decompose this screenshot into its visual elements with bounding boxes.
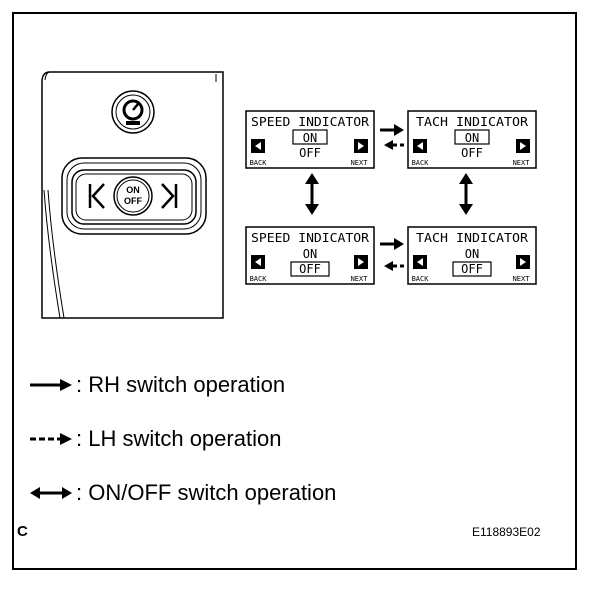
screen-title: TACH INDICATOR (416, 115, 529, 129)
corner-letter: C (17, 523, 28, 540)
steering-switch-panel: ON OFF (41, 71, 224, 319)
next-label: NEXT (513, 275, 531, 283)
off-option: OFF (299, 146, 321, 160)
on-off-button-top-label: ON (126, 185, 140, 195)
on-off-button-bottom-label: OFF (124, 196, 142, 206)
legend-lh: : LH switch operation (28, 424, 281, 454)
legend-lh-text: : LH switch operation (76, 426, 282, 451)
next-switch-icon[interactable] (161, 183, 178, 209)
screen-title: TACH INDICATOR (416, 231, 529, 245)
screen-title: SPEED INDICATOR (251, 115, 370, 129)
back-label: BACK (412, 275, 430, 283)
solid-arrow-icon (30, 379, 72, 391)
legend-rh-text: : RH switch operation (76, 372, 286, 397)
figure-id: E118893E02 (472, 525, 541, 539)
back-switch-icon[interactable] (88, 183, 105, 209)
next-label: NEXT (351, 275, 369, 283)
off-option: OFF (299, 262, 321, 276)
legend-onoff-text: : ON/OFF switch operation (76, 480, 337, 505)
screen-speed-indicator-off: SPEED INDICATOR ON OFF BACK NEXT (245, 226, 375, 285)
screen-tach-indicator-off: TACH INDICATOR ON OFF BACK NEXT (407, 226, 537, 285)
off-option: OFF (461, 262, 483, 276)
steering-pad-icon (111, 90, 155, 134)
arrow-rh-bottom (380, 238, 404, 250)
arrow-onoff-left (305, 173, 319, 215)
selection-box (290, 261, 330, 277)
arrow-onoff-right (459, 173, 473, 215)
on-option: ON (465, 131, 479, 145)
on-off-button[interactable]: ON OFF (113, 176, 153, 216)
screen-speed-indicator-on: SPEED INDICATOR ON OFF BACK NEXT (245, 110, 375, 169)
selection-box (454, 129, 490, 145)
legend-onoff: : ON/OFF switch operation (28, 478, 336, 508)
back-label: BACK (250, 275, 268, 283)
back-label: BACK (250, 159, 268, 167)
back-label: BACK (412, 159, 430, 167)
next-label: NEXT (351, 159, 369, 167)
legend-rh: : RH switch operation (28, 370, 285, 400)
arrow-lh-bottom (384, 261, 404, 271)
on-option: ON (303, 247, 317, 261)
arrow-lh-top (384, 140, 404, 150)
on-option: ON (303, 131, 317, 145)
double-arrow-icon (30, 487, 72, 499)
selection-box (292, 129, 328, 145)
selection-box (452, 261, 492, 277)
screen-title: SPEED INDICATOR (251, 231, 370, 245)
off-option: OFF (461, 146, 483, 160)
next-label: NEXT (513, 159, 531, 167)
screen-tach-indicator-on: TACH INDICATOR ON OFF BACK NEXT (407, 110, 537, 169)
arrow-rh-top (380, 124, 404, 136)
dashed-arrow-icon (30, 433, 72, 445)
on-option: ON (465, 247, 479, 261)
